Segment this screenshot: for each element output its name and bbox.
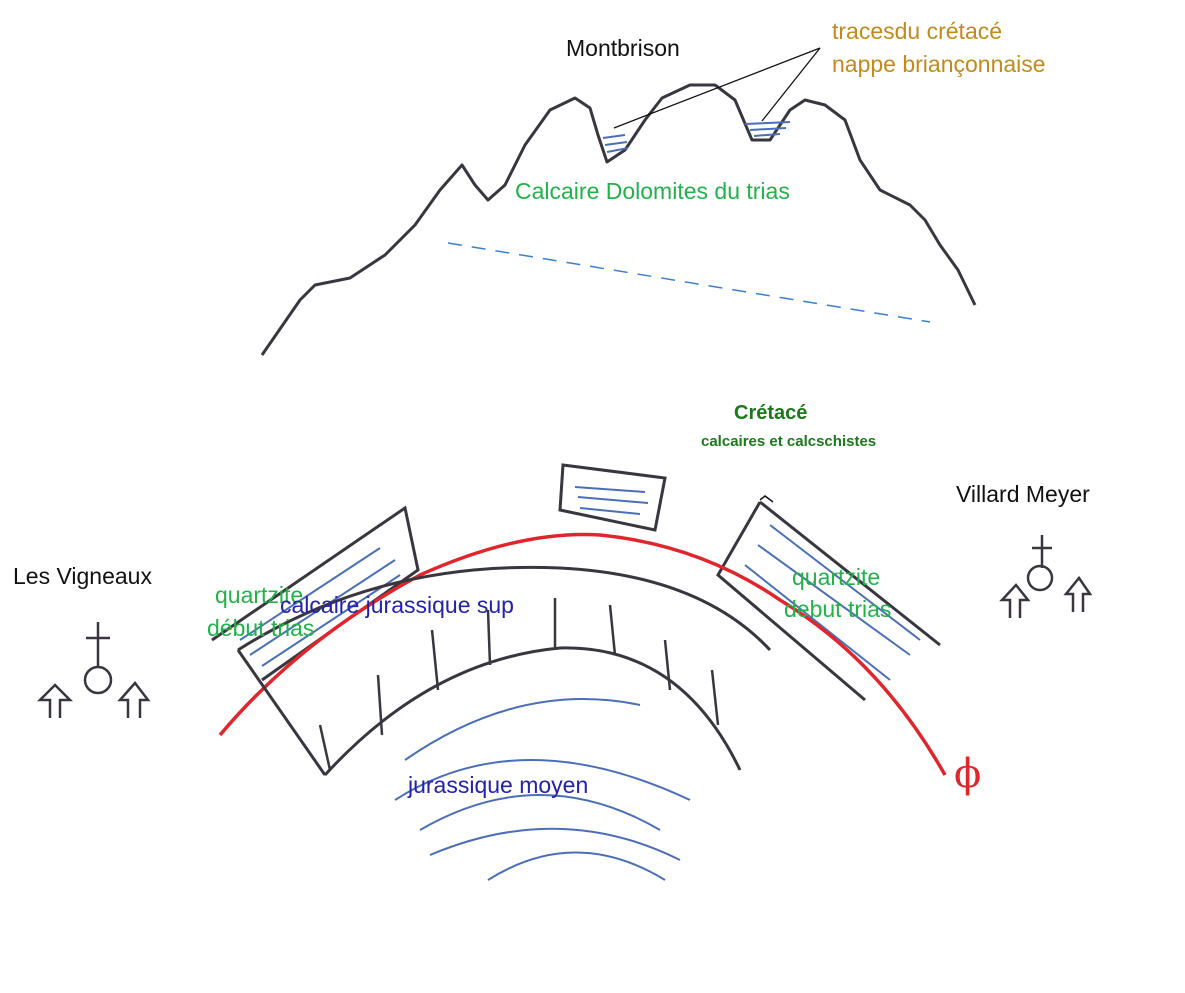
les-vigneaux-house-icon-right <box>117 681 151 718</box>
villard-meyer-label: Villard Meyer <box>956 481 1090 507</box>
villard-meyer-house-icon-left <box>999 583 1031 618</box>
villard-meyer-church-icon <box>1026 535 1054 592</box>
traces-cretace-label: tracesdu crétacé <box>832 18 1003 44</box>
fault-tick <box>759 495 774 503</box>
debut-trias-left-label: début trias <box>207 615 315 641</box>
fault-symbol: ϕ <box>954 751 982 797</box>
mountain-profile <box>260 83 977 356</box>
leader-lines <box>613 47 821 129</box>
les-vigneaux-label: Les Vigneaux <box>13 563 152 589</box>
cretace-label: Crétacé <box>734 402 808 424</box>
jurassique-moyen-label: jurassique moyen <box>408 772 589 798</box>
quartzite-left-label: quartzite <box>215 582 304 608</box>
cretace-traces <box>602 121 791 153</box>
les-vigneaux-house-icon-left <box>36 683 74 718</box>
top-cretace-block <box>558 463 667 532</box>
montbrison-label: Montbrison <box>566 35 680 61</box>
les-vigneaux-church-icon <box>83 622 113 695</box>
cross-section-line <box>447 242 931 323</box>
debut-trias-right-label: debut trias <box>784 596 892 622</box>
nappe-brianconnaise-label: nappe briançonnaise <box>832 51 1046 77</box>
calcaire-dolomites-label: Calcaire Dolomites du trias <box>515 178 790 204</box>
anticline-jurassique-sup <box>236 565 772 777</box>
jurassique-moyen-strata <box>394 698 691 881</box>
villard-meyer-house-icon-right <box>1063 575 1093 612</box>
calcaire-jurassique-label: calcaire jurassique sup <box>280 592 514 618</box>
quartzite-right-label: quartzite <box>792 564 881 590</box>
right-quartzite-block <box>716 500 941 702</box>
cretace-sub-label: calcaires et calcschistes <box>701 433 877 450</box>
fault-line <box>218 532 947 776</box>
